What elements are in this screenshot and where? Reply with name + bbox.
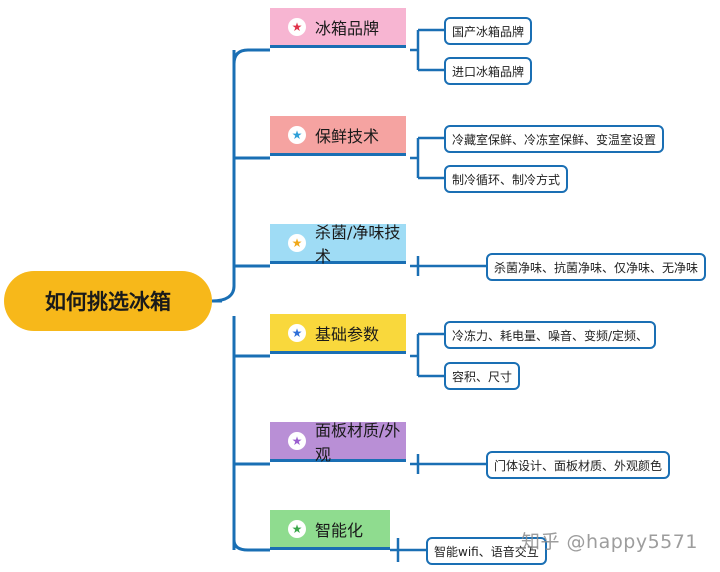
star-icon: ★ bbox=[288, 323, 306, 342]
leaf-sterilization-types: 杀菌净味、抗菌净味、仅净味、无净味 bbox=[486, 253, 707, 281]
star-icon: ★ bbox=[288, 431, 306, 450]
branch-label: 基础参数 bbox=[315, 324, 380, 344]
branch-smart: ★ 智能化 bbox=[270, 510, 390, 550]
branch-fridge-brand: ★ 冰箱品牌 bbox=[270, 8, 406, 48]
root-bracket-arms bbox=[212, 50, 236, 550]
branch-label: 冰箱品牌 bbox=[315, 18, 380, 38]
leaf-cooling-cycle: 制冷循环、制冷方式 bbox=[444, 165, 569, 193]
star-icon: ★ bbox=[288, 519, 306, 538]
branch-sterilization-tech: ★ 杀菌/净味技术 bbox=[270, 223, 406, 266]
leaf-imported-brand: 进口冰箱品牌 bbox=[444, 57, 533, 85]
root-node: 如何挑选冰箱 bbox=[4, 271, 212, 331]
branch-basic-params: ★ 基础参数 bbox=[270, 314, 406, 354]
leaf-params-line2: 容积、尺寸 bbox=[444, 362, 521, 390]
branch-label: 面板材质/外观 bbox=[315, 420, 401, 464]
branch-label: 杀菌/净味技术 bbox=[315, 222, 401, 266]
leaf-params-line1: 冷冻力、耗电量、噪音、变频/定频、 bbox=[444, 321, 657, 349]
branch-label: 智能化 bbox=[315, 520, 364, 540]
star-icon: ★ bbox=[288, 17, 306, 36]
star-icon: ★ bbox=[288, 233, 306, 252]
branch-label: 保鲜技术 bbox=[315, 126, 380, 146]
watermark: 知乎 @happy5571 bbox=[521, 531, 698, 553]
leaf-appearance: 门体设计、面板材质、外观颜色 bbox=[486, 451, 671, 479]
star-icon: ★ bbox=[288, 125, 306, 144]
leaf-compartment-preservation: 冷藏室保鲜、冷冻室保鲜、变温室设置 bbox=[444, 125, 665, 153]
leaf-domestic-brand: 国产冰箱品牌 bbox=[444, 17, 533, 45]
leaf-brackets bbox=[390, 28, 486, 562]
branch-panel-material: ★ 面板材质/外观 bbox=[270, 421, 406, 464]
leaf-smart-features: 智能wifi、语音交互 bbox=[426, 537, 547, 565]
branch-preservation-tech: ★ 保鲜技术 bbox=[270, 116, 406, 156]
